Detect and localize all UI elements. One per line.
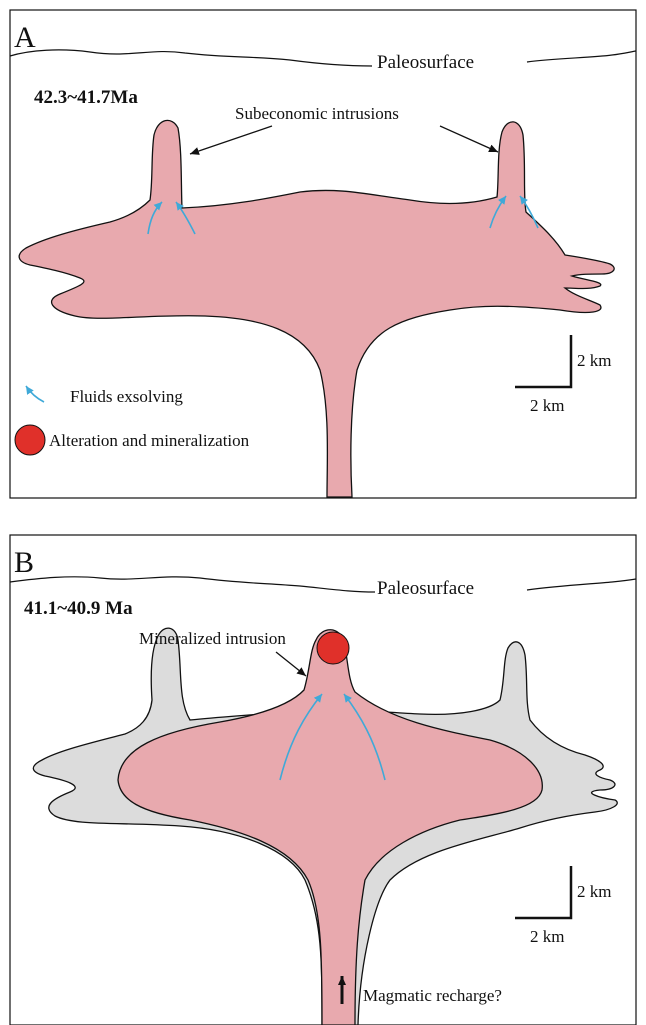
panel-a-paleosurface-label: Paleosurface — [377, 52, 474, 73]
panel-a-age: 42.3~41.7Ma — [34, 87, 138, 108]
panel-a: A Paleosurface 42.3~41.7Ma Subeconomic i… — [10, 10, 636, 498]
panel-a-letter: A — [14, 21, 36, 54]
panel-a-callout-label: Subeconomic intrusions — [235, 104, 399, 123]
legend-fluids-label: Fluids exsolving — [70, 387, 183, 406]
panel-b: B Paleosurface 41.1~40.9 Ma Mineralized … — [10, 535, 636, 1025]
legend-mineralization-label: Alteration and mineralization — [49, 431, 250, 450]
recharge-label: Magmatic recharge? — [363, 986, 502, 1005]
mineralization-dot-icon — [317, 632, 349, 664]
panel-b-letter: B — [14, 546, 34, 579]
scale-horizontal-label: 2 km — [530, 927, 564, 946]
legend-mineralization-dot-icon — [15, 425, 45, 455]
scale-vertical-label: 2 km — [577, 882, 611, 901]
scale-horizontal-label: 2 km — [530, 396, 564, 415]
panel-b-paleosurface-label: Paleosurface — [377, 578, 474, 599]
scale-vertical-label: 2 km — [577, 351, 611, 370]
panel-b-age: 41.1~40.9 Ma — [24, 598, 133, 619]
panel-b-callout-label: Mineralized intrusion — [139, 629, 286, 648]
